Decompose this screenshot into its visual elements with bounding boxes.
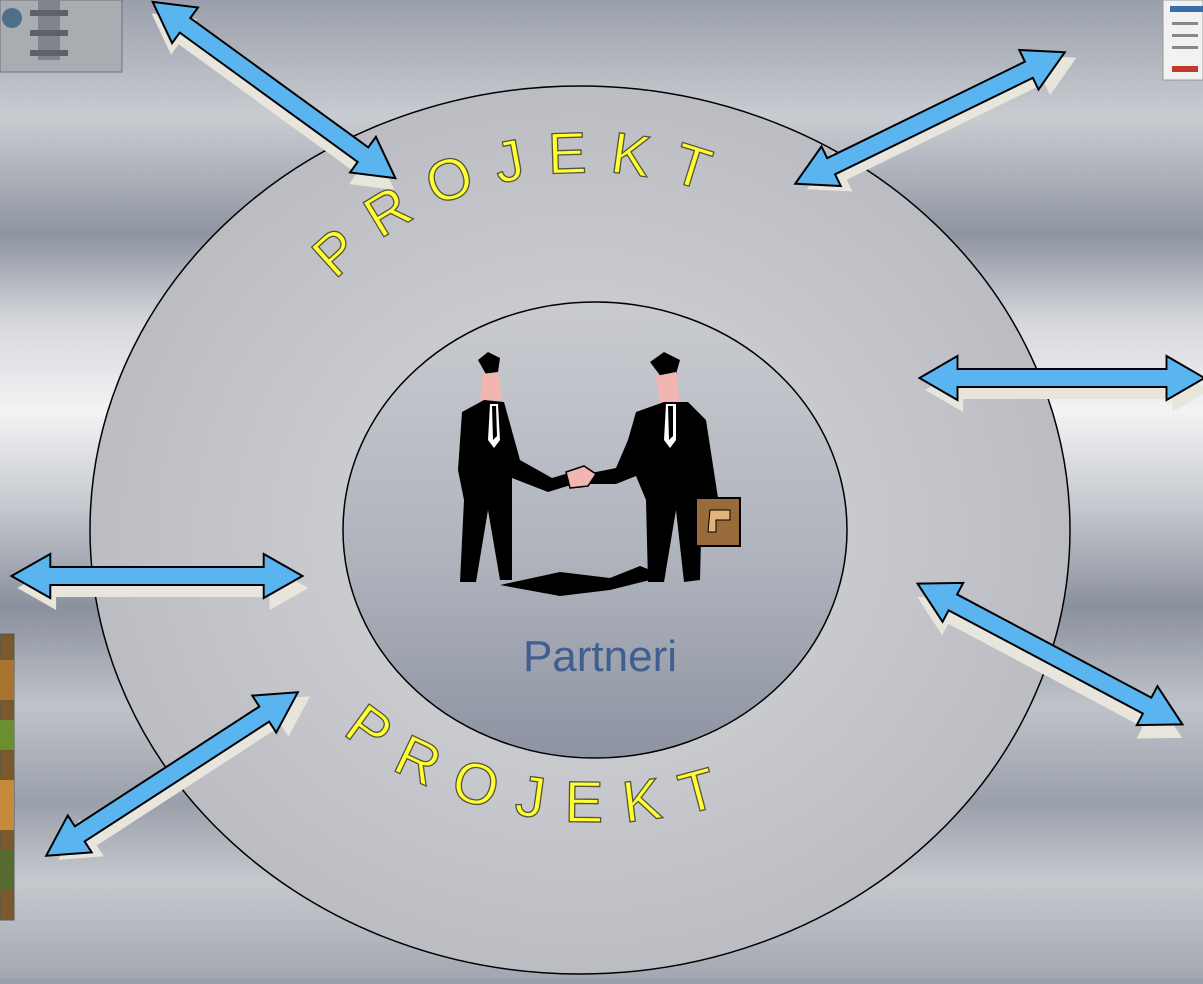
partners-circle	[343, 302, 847, 758]
arrow-top-left	[134, 0, 413, 208]
center-label: Partneri	[430, 632, 770, 682]
arrow-top-right	[786, 29, 1087, 213]
corner-image-bottom-left	[0, 634, 14, 920]
corner-image-top-left	[0, 0, 122, 72]
corner-image-top-right	[1163, 0, 1203, 80]
